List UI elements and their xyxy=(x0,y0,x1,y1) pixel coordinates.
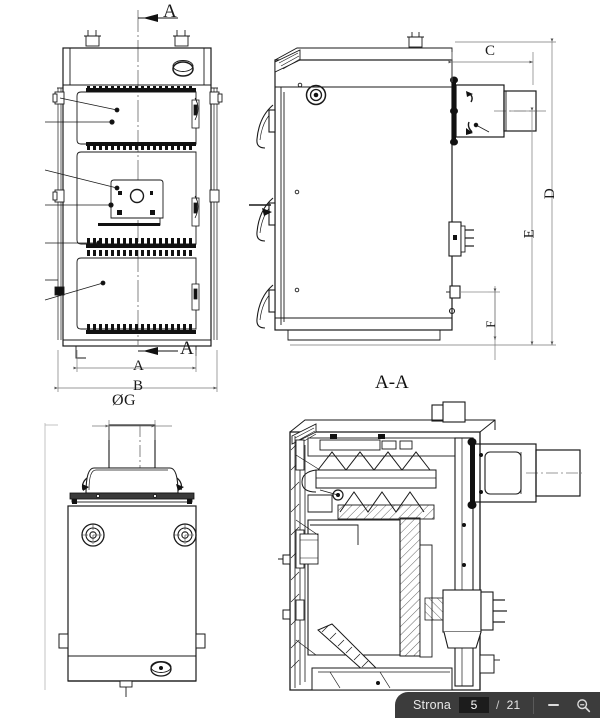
dimension-label-a: A xyxy=(133,358,145,374)
search-button[interactable] xyxy=(568,692,598,718)
zoom-out-button[interactable] xyxy=(538,692,568,718)
dimension-label-c: C xyxy=(485,43,496,59)
view-front xyxy=(44,10,223,392)
view-top xyxy=(44,420,206,697)
total-pages-label: 21 xyxy=(506,698,521,712)
dimension-label-f: F xyxy=(482,320,498,328)
section-view-title: A-A xyxy=(375,372,409,393)
minus-icon xyxy=(547,704,559,706)
toolbar-divider xyxy=(533,696,535,714)
view-section-aa xyxy=(278,401,582,691)
magnifier-icon xyxy=(577,698,590,712)
section-mark-a-bottom: A xyxy=(180,338,195,359)
view-side xyxy=(249,32,556,360)
pdf-page-toolbar: Strona 5 / 21 xyxy=(395,692,600,718)
current-page-input[interactable]: 5 xyxy=(459,697,490,713)
dimension-label-g: ØG xyxy=(112,392,137,409)
section-mark-a-top: A xyxy=(163,1,178,22)
dimension-label-e: E xyxy=(521,228,538,239)
page-separator: / xyxy=(496,698,500,712)
page-label: Strona xyxy=(413,698,452,712)
dimension-label-d: D xyxy=(542,187,559,200)
dimension-label-b: B xyxy=(133,378,144,394)
